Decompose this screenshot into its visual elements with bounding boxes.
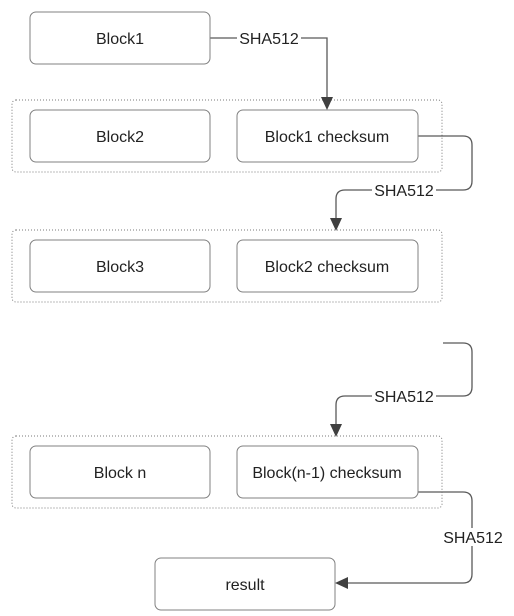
group-block3-outline [11, 229, 443, 303]
block-n-box: Block n [29, 445, 211, 499]
block3-box: Block3 [29, 239, 211, 293]
svg-text:SHA512: SHA512 [374, 183, 434, 200]
group-block-n-outline [11, 435, 443, 509]
svg-text:SHA512: SHA512 [374, 389, 434, 406]
block2-label: Block2 [96, 129, 144, 146]
edge-label-sha512-4: SHA512 [441, 528, 505, 547]
result-box: result [154, 557, 336, 611]
block-n-label: Block n [94, 465, 146, 482]
block2-checksum-label: Block2 checksum [265, 259, 390, 276]
block2-checksum-box: Block2 checksum [236, 239, 419, 293]
svg-text:SHA512: SHA512 [239, 31, 299, 48]
block1-label: Block1 [96, 31, 144, 48]
edge-label-sha512-2: SHA512 [372, 181, 436, 200]
arrowhead-down-icon [321, 97, 333, 110]
svg-text:SHA512: SHA512 [443, 530, 503, 547]
arrowhead-down-icon [330, 424, 342, 437]
connector-gap-to-checksum-n [335, 342, 473, 428]
group-block2-outline [11, 99, 443, 173]
arrowhead-left-icon [335, 577, 348, 589]
block-n-minus-1-checksum-label: Block(n-1) checksum [252, 465, 401, 482]
block2-box: Block2 [29, 109, 211, 163]
result-label: result [225, 577, 265, 594]
block1-box: Block1 [29, 11, 211, 65]
connector-checksum1-to-checksum2 [335, 135, 473, 222]
block1-checksum-box: Block1 checksum [236, 109, 419, 163]
block-n-minus-1-checksum-box: Block(n-1) checksum [236, 445, 419, 499]
arrowhead-down-icon [330, 218, 342, 231]
edge-label-sha512-3: SHA512 [372, 387, 436, 406]
block1-checksum-label: Block1 checksum [265, 129, 390, 146]
edge-label-sha512-1: SHA512 [237, 29, 301, 48]
block3-label: Block3 [96, 259, 144, 276]
